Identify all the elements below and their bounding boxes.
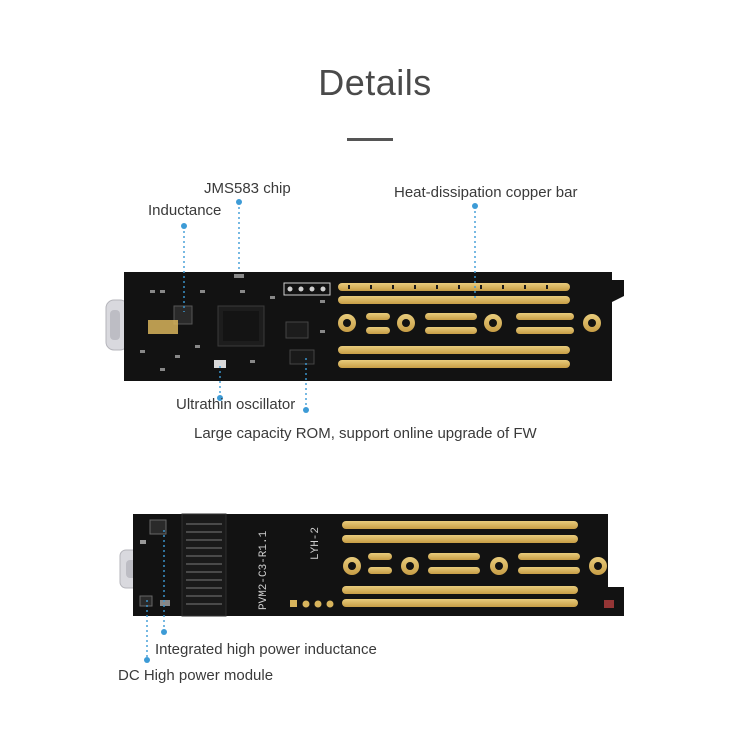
silkscreen-model: PVM2-C3-R1.1 (258, 530, 270, 610)
top-pcb-board (105, 272, 624, 381)
callout-power-module: DC High power module (118, 667, 274, 684)
top-inductor (173, 305, 193, 325)
dot-jms583 (236, 199, 242, 205)
bottom-inductor (149, 519, 167, 535)
top-copper-bars (338, 283, 601, 368)
callout-oscillator: Ultrathin oscillator (176, 396, 296, 413)
oscillator-part (214, 360, 226, 368)
dot-rom (303, 407, 309, 413)
callout-copper-bar: Heat-dissipation copper bar (394, 184, 578, 201)
bottom-copper-bars (342, 521, 607, 607)
bottom-pcb-board: PVM2-C3-R1.1 LYH-2 (119, 513, 624, 617)
dot-inductance (181, 223, 187, 229)
dot-power-module (144, 657, 150, 663)
m2-connector-slot (181, 513, 227, 617)
top-leader-lines (183, 202, 476, 410)
dot-oscillator (217, 395, 223, 401)
top-header-pins (283, 282, 331, 296)
callout-jms583-chip: JMS583 chip (204, 180, 291, 197)
callout-integrated-inductance: Integrated high power inductance (155, 641, 377, 658)
bottom-leader-lines (146, 530, 165, 660)
dot-integrated-inductance (161, 629, 167, 635)
title-underline (347, 138, 393, 141)
callout-inductance: Inductance (148, 202, 222, 219)
power-module-part (139, 595, 153, 607)
page-title: Details (318, 62, 432, 103)
rom-part (289, 349, 315, 365)
callout-rom: Large capacity ROM, support online upgra… (194, 425, 537, 442)
silkscreen-code: LYH-2 (310, 527, 322, 560)
bottom-header-holes (290, 600, 334, 608)
dot-copper-bar (472, 203, 478, 209)
